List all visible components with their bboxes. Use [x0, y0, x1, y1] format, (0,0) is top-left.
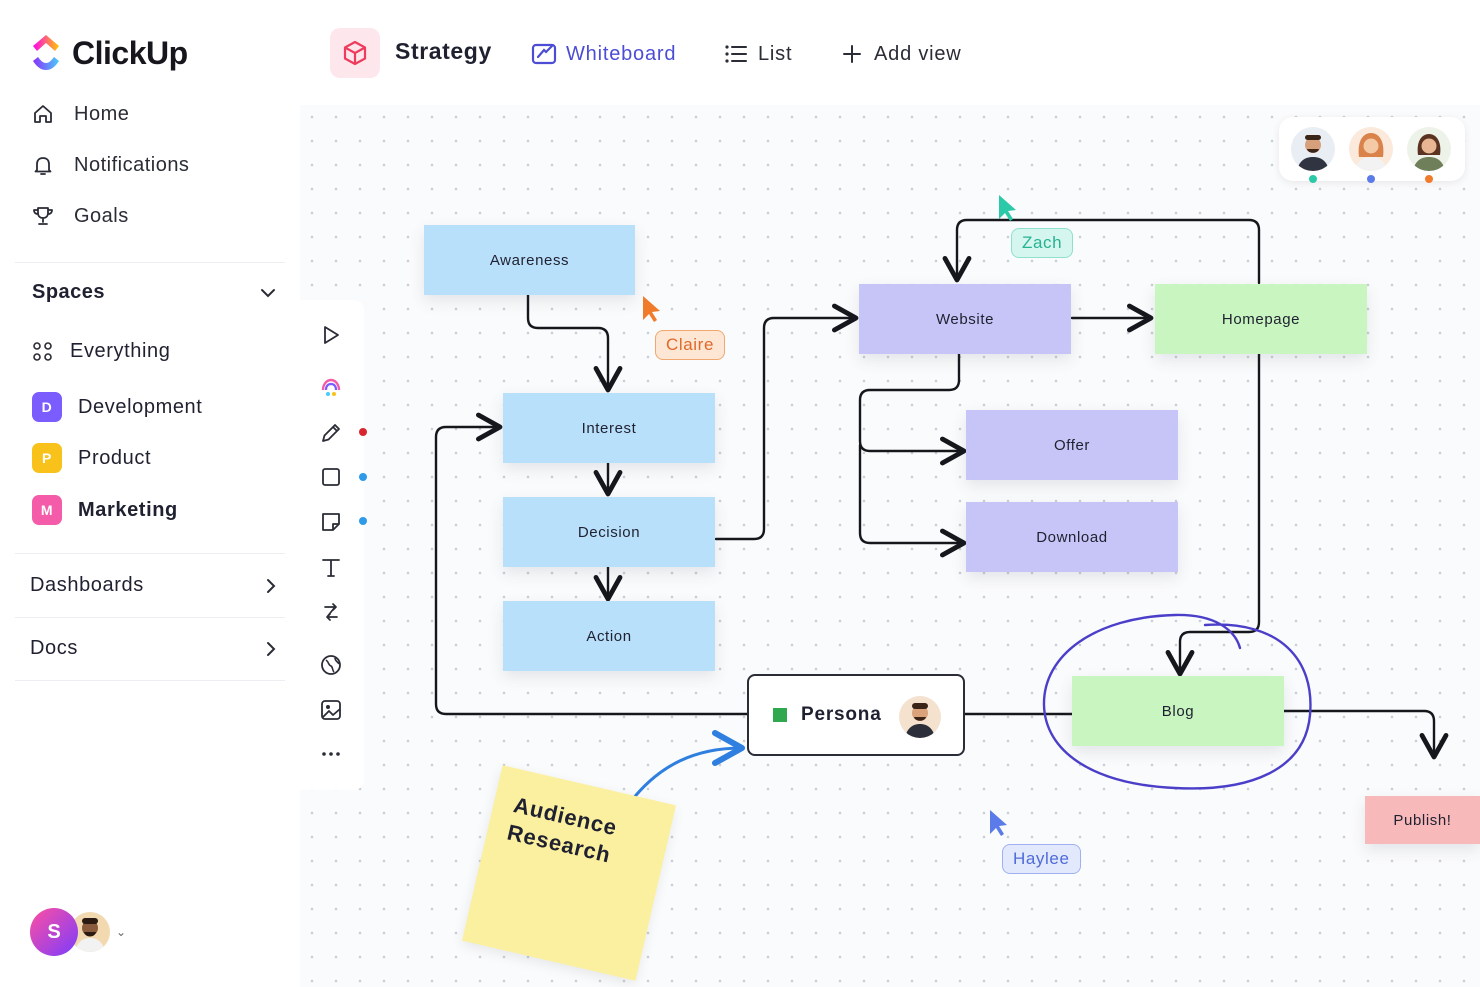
globe-icon[interactable] [318, 652, 344, 678]
whiteboard-toolbar [300, 300, 367, 790]
header: Strategy Whiteboard List Add view [300, 0, 1480, 105]
app-name: ClickUp [72, 34, 188, 71]
space-badge-development: D [32, 392, 62, 422]
sidebar-divider [15, 262, 285, 263]
collaborator-avatar[interactable] [1407, 127, 1451, 171]
space-product[interactable]: P Product [32, 443, 151, 473]
grid-icon [33, 341, 52, 361]
sidebar: ClickUp Home Notifications Goals Spaces … [0, 0, 300, 987]
nav-goals[interactable]: Goals [30, 203, 129, 229]
text-icon[interactable] [318, 554, 344, 580]
pen-icon[interactable] [318, 420, 344, 446]
trophy-icon [33, 207, 53, 225]
nav-notifications[interactable]: Notifications [30, 152, 189, 178]
cursor-label-haylee: Haylee [1002, 844, 1081, 874]
space-marketing-label: Marketing [78, 498, 178, 521]
add-view-label: Add view [874, 42, 962, 65]
chevron-right-icon [267, 641, 276, 656]
node-awareness[interactable]: Awareness [424, 225, 635, 295]
user-avatar: S [30, 908, 78, 956]
image-icon[interactable] [318, 697, 344, 723]
space-badge-product: P [32, 443, 62, 473]
more-icon[interactable] [318, 741, 344, 767]
sidebar-divider [15, 553, 285, 554]
chevron-down-icon[interactable] [259, 287, 277, 299]
sidebar-divider [15, 680, 285, 681]
spaces-header[interactable]: Spaces [32, 281, 277, 304]
docs-link[interactable]: Docs [30, 637, 277, 660]
space-marketing[interactable]: M Marketing [32, 495, 178, 525]
status-square [773, 708, 787, 722]
chevron-right-icon [267, 578, 276, 593]
nav-home[interactable]: Home [30, 101, 129, 127]
space-product-label: Product [78, 446, 152, 469]
dashboards-label: Dashboards [30, 574, 144, 596]
nav-goals-label: Goals [74, 204, 129, 227]
bell-icon [34, 157, 52, 175]
collaborator-avatar[interactable] [1349, 127, 1393, 171]
pen-color-dot [359, 428, 367, 436]
list-icon [725, 45, 747, 63]
pointer-icon[interactable] [318, 322, 344, 348]
node-website[interactable]: Website [859, 284, 1071, 354]
node-download[interactable]: Download [966, 502, 1178, 572]
node-blog[interactable]: Blog [1072, 676, 1284, 746]
cube-icon [330, 28, 380, 78]
add-view-button[interactable]: Add view [838, 40, 962, 68]
node-decision[interactable]: Decision [503, 497, 715, 567]
cursor-label-claire: Claire [655, 330, 726, 360]
home-icon [34, 105, 52, 123]
shape-color-dot [359, 473, 367, 481]
whiteboard-icon [531, 43, 557, 65]
tab-list[interactable]: List [722, 40, 792, 68]
persona-card[interactable]: Persona [747, 674, 965, 756]
node-interest[interactable]: Interest [503, 393, 715, 463]
sticky-icon[interactable] [318, 509, 344, 535]
nav-home-label: Home [74, 102, 130, 125]
space-everything-label: Everything [70, 340, 171, 362]
user-menu[interactable]: S ⌄ [30, 908, 126, 956]
tab-whiteboard-label: Whiteboard [566, 42, 677, 65]
sidebar-divider [15, 617, 285, 618]
shape-icon[interactable] [318, 464, 344, 490]
collaborators[interactable] [1279, 117, 1465, 183]
presence-dot [1309, 175, 1317, 183]
page-title: Strategy [395, 38, 492, 64]
space-development[interactable]: D Development [32, 392, 202, 422]
sticky-color-dot [359, 517, 367, 525]
node-homepage[interactable]: Homepage [1155, 284, 1367, 354]
dashboards-link[interactable]: Dashboards [30, 574, 277, 597]
presence-dot [1425, 175, 1433, 183]
presence-dot [1367, 175, 1375, 183]
connector-icon[interactable] [318, 599, 344, 625]
nav-notifications-label: Notifications [74, 153, 190, 176]
space-everything[interactable]: Everything [32, 340, 171, 363]
persona-avatar [899, 696, 941, 738]
node-publish[interactable]: Publish! [1365, 796, 1480, 844]
ai-icon[interactable] [318, 374, 344, 400]
tab-whiteboard[interactable]: Whiteboard [530, 40, 676, 68]
teammate-avatar [70, 912, 110, 952]
clickup-logo[interactable]: ClickUp [30, 34, 188, 72]
cursor-label-zach: Zach [1011, 228, 1074, 258]
persona-label: Persona [801, 704, 882, 725]
spaces-heading: Spaces [32, 281, 106, 303]
chevron-down-icon: ⌄ [116, 925, 127, 939]
tab-list-label: List [758, 42, 793, 65]
clickup-logo-icon [33, 35, 59, 70]
plus-icon [843, 45, 861, 63]
node-action[interactable]: Action [503, 601, 715, 671]
collaborator-avatar[interactable] [1291, 127, 1335, 171]
node-offer[interactable]: Offer [966, 410, 1178, 480]
docs-label: Docs [30, 637, 78, 659]
space-badge-marketing: M [32, 495, 62, 525]
space-development-label: Development [78, 395, 203, 418]
